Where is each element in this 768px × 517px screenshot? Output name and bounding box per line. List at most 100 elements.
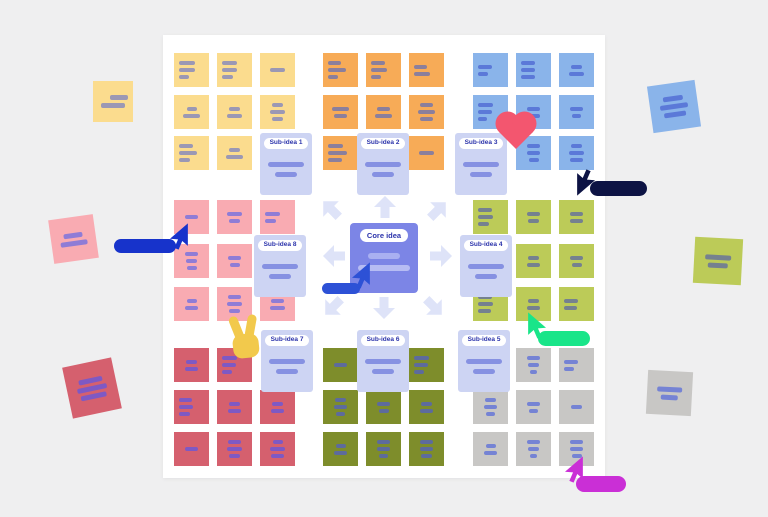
sticky-note[interactable] [260,390,295,424]
note-line [228,440,241,444]
note-line [272,440,283,444]
expand-arrow-icon [313,191,350,228]
sticky-note[interactable] [217,390,252,424]
sticky-note[interactable] [559,287,594,321]
sticky-note[interactable] [516,53,551,87]
sticky-note[interactable] [217,244,252,278]
sticky-note[interactable] [174,95,209,129]
note-line [483,405,498,409]
sub-idea-card[interactable]: Sub-idea 3 [455,133,507,195]
sticky-note[interactable] [260,95,295,129]
note-line [571,454,582,458]
sticky-note[interactable] [516,390,551,424]
sub-idea-card[interactable]: Sub-idea 1 [260,133,312,195]
note-line [564,359,578,364]
note-line [179,398,192,402]
sticky-note[interactable] [174,348,209,382]
sticky-note[interactable] [409,95,444,129]
sticky-note[interactable] [366,53,401,87]
sticky-note[interactable] [174,244,209,278]
sticky-note[interactable] [174,390,209,424]
sticky-note[interactable] [174,287,209,321]
sticky-note[interactable] [559,95,594,129]
sticky-note[interactable] [473,390,508,424]
sticky-note[interactable] [366,95,401,129]
sub-idea-card[interactable]: Sub-idea 6 [357,330,409,392]
sub-idea-label: Sub-idea 6 [360,335,406,346]
sub-idea-card[interactable]: Sub-idea 8 [254,235,306,297]
sticky-note[interactable] [516,200,551,234]
loose-sticky-olive[interactable] [692,236,744,286]
note-line [472,368,496,374]
sub-idea-card[interactable]: Sub-idea 4 [460,235,512,297]
note-line [179,144,193,148]
sticky-note[interactable] [217,432,252,466]
collaborator-cursor-green-label [538,331,590,346]
loose-sticky-gray[interactable] [645,369,694,417]
sticky-note[interactable] [559,348,594,382]
note-line [179,412,191,416]
note-line [478,222,490,226]
sticky-note[interactable] [409,390,444,424]
sticky-note[interactable] [174,53,209,87]
note-line [228,401,241,406]
sticky-note[interactable] [323,432,358,466]
note-line [569,158,584,162]
collaborator-cursor-blue-label [114,239,176,253]
sticky-note[interactable] [174,200,209,234]
note-line [227,211,242,216]
sticky-note[interactable] [323,136,358,170]
sticky-note[interactable] [260,53,295,87]
sticky-note[interactable] [516,432,551,466]
sticky-note[interactable] [366,432,401,466]
sticky-note[interactable] [559,200,594,234]
sticky-note[interactable] [473,53,508,87]
sticky-note[interactable] [217,95,252,129]
sticky-note[interactable] [559,390,594,424]
sticky-note[interactable] [473,432,508,466]
sticky-note[interactable] [473,200,508,234]
sticky-note[interactable] [409,136,444,170]
sticky-note[interactable] [559,136,594,170]
sub-idea-card[interactable]: Sub-idea 2 [357,133,409,195]
sub-idea-text-lines [261,358,313,374]
note-line [376,440,391,444]
core-idea-card[interactable]: Core idea [350,223,418,293]
note-line [564,298,578,303]
sticky-note[interactable] [323,390,358,424]
sticky-note[interactable] [409,53,444,87]
sticky-note[interactable] [409,432,444,466]
sticky-note[interactable] [559,432,594,466]
sticky-note[interactable] [559,53,594,87]
sticky-note[interactable] [559,244,594,278]
sticky-note[interactable] [323,53,358,87]
note-line [478,215,493,219]
sticky-note[interactable] [516,348,551,382]
sub-idea-card[interactable]: Sub-idea 7 [261,330,313,392]
sticky-note[interactable] [323,348,358,382]
loose-sticky-red[interactable] [62,357,122,419]
sticky-note[interactable] [323,95,358,129]
loose-sticky-yellow[interactable] [93,81,133,122]
sticky-note[interactable] [174,432,209,466]
note-line [571,262,582,267]
sticky-note[interactable] [516,244,551,278]
note-line [569,255,584,260]
sub-idea-text-lines [458,358,510,374]
sticky-note[interactable] [516,287,551,321]
note-line [529,408,538,413]
sticky-note[interactable] [217,53,252,87]
sticky-note[interactable] [260,200,295,234]
sub-idea-card[interactable]: Sub-idea 5 [458,330,510,392]
sub-idea-label: Sub-idea 5 [461,335,507,346]
sticky-note[interactable] [217,200,252,234]
loose-sticky-blue[interactable] [646,79,702,134]
sub-idea-label: Sub-idea 3 [458,138,504,149]
sticky-note[interactable] [409,348,444,382]
sticky-note[interactable] [260,432,295,466]
loose-sticky-pink[interactable] [48,214,99,264]
sticky-note[interactable] [174,136,209,170]
sticky-note[interactable] [217,136,252,170]
sticky-note[interactable] [366,390,401,424]
sticky-note[interactable] [217,287,252,321]
